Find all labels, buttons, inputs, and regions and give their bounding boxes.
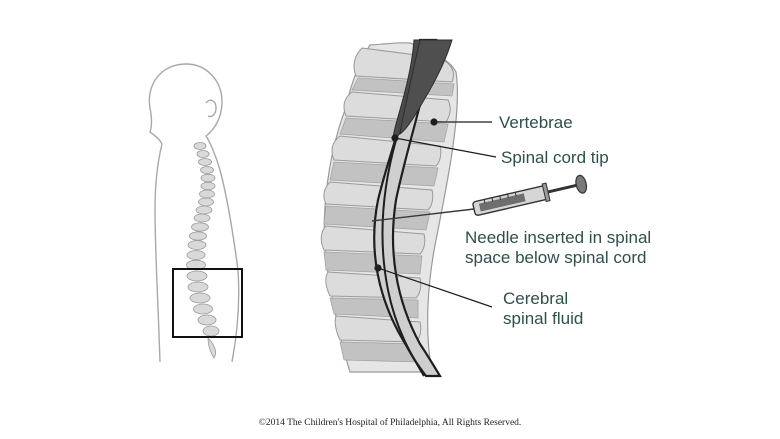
syringe-thumb-rest (575, 174, 588, 194)
syringe-plunger-fill (478, 193, 526, 212)
syringe (371, 174, 588, 222)
label-csf-line2: spinal fluid (503, 309, 583, 328)
label-csf-line1: Cerebral (503, 289, 568, 308)
spinal-canal (373, 38, 442, 378)
spinal-cord-upper (399, 39, 453, 136)
copyright-notice: ©2014 The Children's Hospital of Philade… (259, 417, 522, 428)
label-spinal-cord-tip: Spinal cord tip (501, 148, 609, 167)
leader-lines (374, 118, 497, 308)
needle (371, 208, 475, 222)
label-needle-line2: space below spinal cord (465, 248, 646, 267)
spine-region-box (172, 268, 243, 338)
child-spine (186, 142, 220, 359)
label-needle-line1: Needle inserted in spinal (465, 228, 651, 247)
vertebral-column (320, 38, 459, 378)
child-silhouette (148, 63, 240, 363)
cauda-equina-line (381, 139, 425, 377)
syringe-plunger-rod (547, 183, 580, 194)
label-vertebrae: Vertebrae (499, 113, 573, 132)
